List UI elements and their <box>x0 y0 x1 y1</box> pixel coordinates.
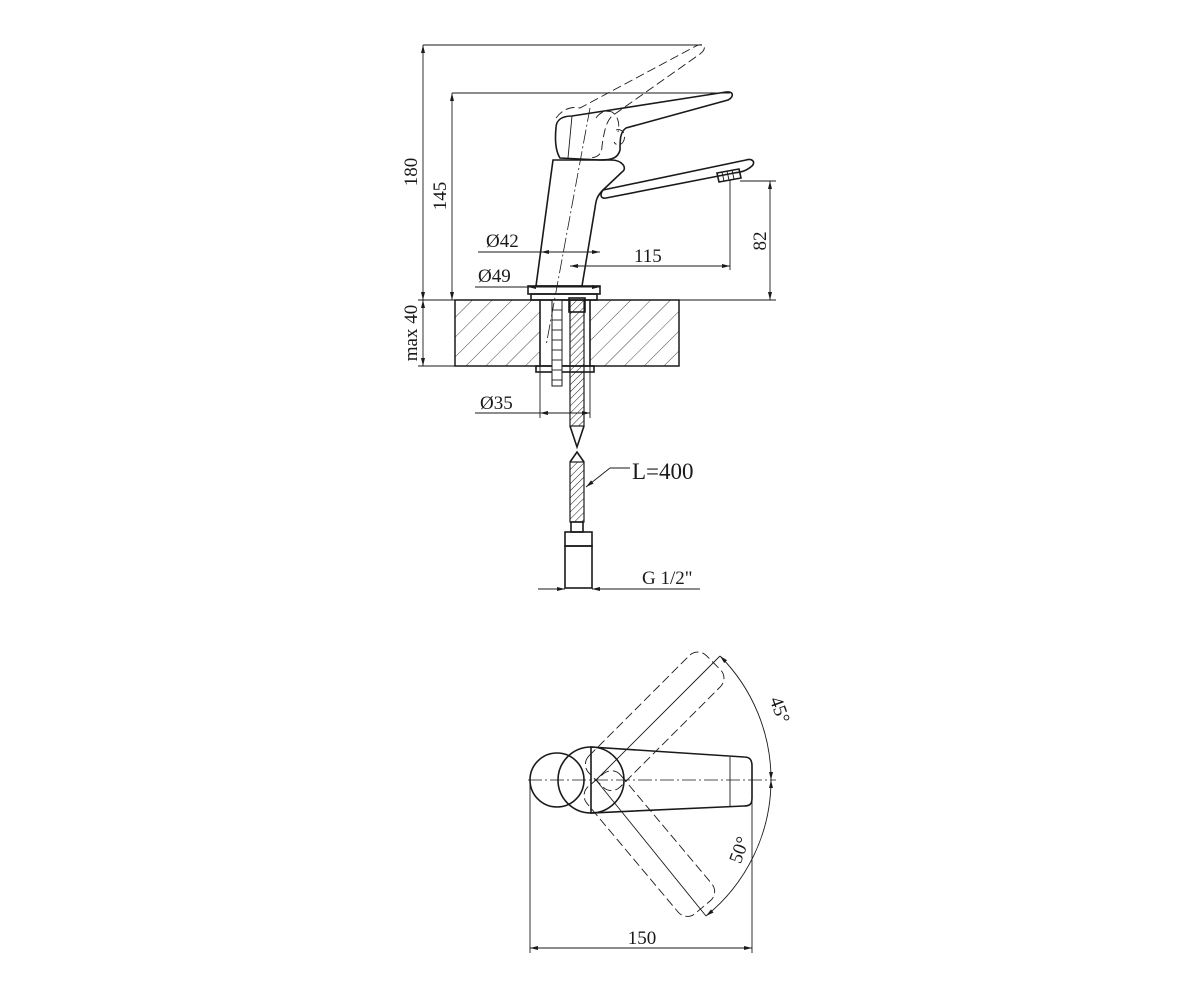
dim-spout-height: 145 <box>430 92 730 300</box>
dim-hole-diameter-label: Ø35 <box>480 393 513 414</box>
flexible-hose <box>564 297 593 589</box>
dim-outlet-height: 82 <box>740 180 776 300</box>
dim-spout-reach-label: 115 <box>634 246 662 267</box>
dim-total-length-label: 150 <box>628 928 657 949</box>
dim-spout-height-label: 145 <box>430 182 451 211</box>
dim-body-diameter: Ø42 <box>478 231 600 255</box>
dim-base-diameter: Ø49 <box>475 266 600 290</box>
dim-connection-thread: G 1/2" <box>538 568 700 592</box>
leader-hose-length: L=400 <box>585 459 694 488</box>
dim-hole-diameter: Ø35 <box>475 366 591 418</box>
angle-right-label: 50° <box>725 834 754 866</box>
angle-arcs: 45° 50° <box>705 655 794 917</box>
dim-total-height-label: 180 <box>401 158 422 187</box>
dim-spout-reach: 115 <box>570 180 731 270</box>
hose-nut <box>564 531 593 547</box>
dim-max-thickness-label: max 40 <box>401 305 422 361</box>
connection-thread-label: G 1/2" <box>642 568 693 589</box>
countertop-section <box>454 299 680 387</box>
dim-base-diameter-label: Ø49 <box>478 266 511 287</box>
dim-body-diameter-label: Ø42 <box>486 231 519 252</box>
top-view: 45° 50° 150 <box>528 651 794 953</box>
dim-total-length: 150 <box>529 782 753 953</box>
mounting-stud <box>551 299 563 387</box>
dim-total-height: 180 <box>401 44 702 300</box>
angle-left-label: 45° <box>765 694 794 726</box>
dim-max-thickness: max 40 <box>401 300 455 367</box>
hose-length-label: L=400 <box>632 459 694 484</box>
dim-outlet-height-label: 82 <box>750 232 771 251</box>
side-view: 180 145 82 Ø42 Ø49 <box>401 44 776 592</box>
faucet-body <box>527 44 755 347</box>
